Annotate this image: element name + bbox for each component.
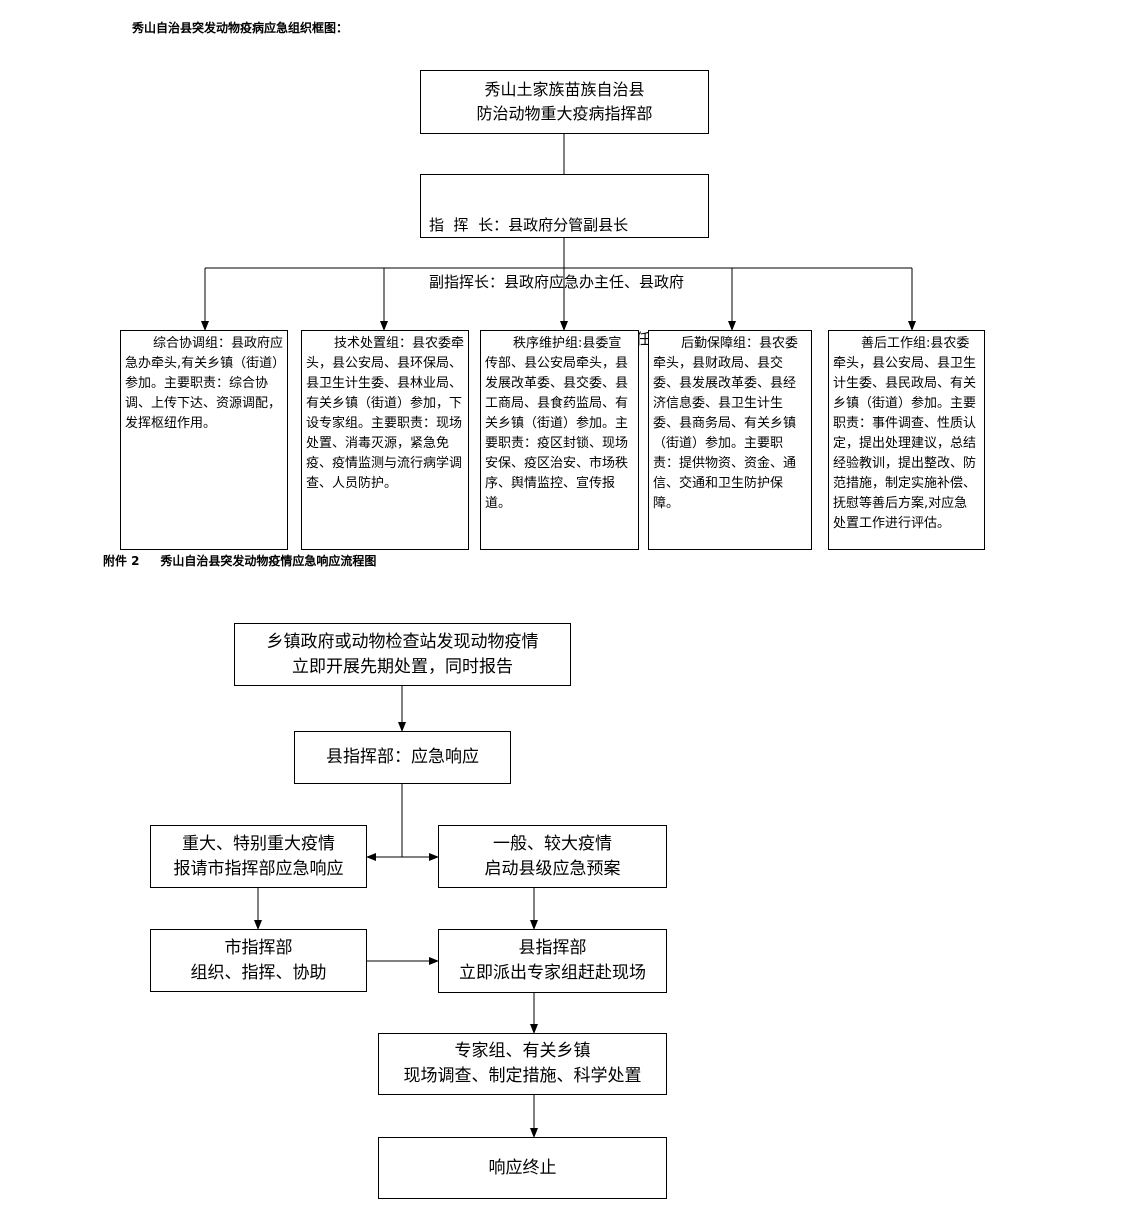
county-hq-line1: 县指挥部 [518,938,587,958]
group-text-aftermath: 善后工作组:县农委牵头，县公安局、县卫生计生委、县民政局、有关乡镇（街道）参加。… [833,336,977,531]
flow-chart-title: 附件 2 秀山自治县突发动物疫情应急响应流程图 [103,554,377,568]
group-box-logistics: 后勤保障组：县农委牵头，县财政局、县交委、县发展改革委、县经济信息委、县卫生计生… [648,330,812,550]
hq-box-line1: 秀山土家族苗族自治县 [484,80,645,99]
city-hq-line1: 市指挥部 [224,937,293,958]
experts-box: 专家组、有关乡镇 现场调查、制定措施、科学处置 [378,1033,667,1095]
major-line2: 报请市指挥部应急响应 [173,858,344,879]
hq-box: 秀山土家族苗族自治县 防治动物重大疫病指挥部 [420,70,709,134]
major-line1: 重大、特别重大疫情 [182,833,335,854]
group-text-order: 秩序维护组:县委宣传部、县公安局牵头，县发展改革委、县交委、县工商局、县食药监局… [485,336,629,511]
command-box: 指 挥 长：县政府分管副县长 副指挥长：县政府应急办主任、县政府 办副主任、县农… [420,174,709,348]
general-line1: 一般、较大疫情 [493,833,612,854]
experts-line1: 专家组、有关乡镇 [454,1041,591,1061]
hq-box-line2: 防治动物重大疫病指挥部 [476,104,653,123]
county-response-box: 县指挥部：应急响应 [294,731,511,784]
discover-line1: 乡镇政府或动物检查站发现动物疫情 [266,631,539,652]
group-text-technical: 技术处置组：县农委牵头，县公安局、县环保局、县卫生计生委、县林业局、有关乡镇（街… [306,336,465,491]
county-hq-line2: 立即派出专家组赶赴现场 [459,963,646,983]
response-end-box: 响应终止 [378,1137,667,1199]
group-box-coordination: 综合协调组：县政府应急办牵头,有关乡镇（街道）参加。主要职责：综合协调、上传下达… [120,330,288,550]
command-box-line2: 副指挥长：县政府应急办主任、县政府 [429,273,685,291]
city-hq-box: 市指挥部 组织、指挥、协助 [150,929,367,992]
city-hq-line2: 组织、指挥、协助 [190,962,327,983]
experts-line2: 现场调查、制定措施、科学处置 [403,1066,642,1086]
group-box-order: 秩序维护组:县委宣传部、县公安局牵头，县发展改革委、县交委、县工商局、县食药监局… [480,330,639,550]
org-chart-title: 秀山自治县突发动物疫病应急组织框图： [132,21,349,35]
end-line1: 响应终止 [488,1157,557,1178]
group-box-aftermath: 善后工作组:县农委牵头，县公安局、县卫生计生委、县民政局、有关乡镇（街道）参加。… [828,330,985,550]
group-text-logistics: 后勤保障组：县农委牵头，县财政局、县交委、县发展改革委、县经济信息委、县卫生计生… [653,336,799,511]
general-line2: 启动县级应急预案 [484,858,621,879]
group-box-technical: 技术处置组：县农委牵头，县公安局、县环保局、县卫生计生委、县林业局、有关乡镇（街… [301,330,469,550]
discover-line2: 立即开展先期处置，同时报告 [292,656,513,677]
discover-box: 乡镇政府或动物检查站发现动物疫情 立即开展先期处置，同时报告 [234,623,571,686]
county-response-line1: 县指挥部：应急响应 [326,747,479,767]
group-text-coordination: 综合协调组：县政府应急办牵头,有关乡镇（街道）参加。主要职责：综合协调、上传下达… [125,336,284,431]
command-box-line1: 指 挥 长：县政府分管副县长 [429,216,629,234]
general-outbreak-box: 一般、较大疫情 启动县级应急预案 [438,825,667,888]
major-outbreak-box: 重大、特别重大疫情 报请市指挥部应急响应 [150,825,367,888]
county-hq-box: 县指挥部 立即派出专家组赶赴现场 [438,929,667,993]
